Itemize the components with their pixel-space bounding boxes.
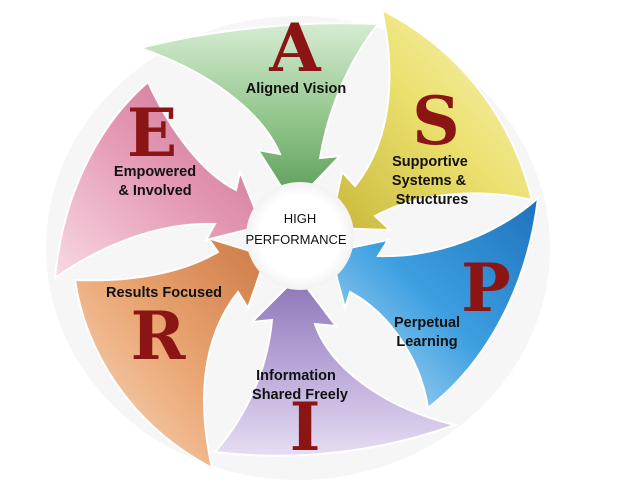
label-information-line-2: Shared Freely bbox=[252, 387, 348, 403]
letter-e: E bbox=[127, 94, 177, 172]
center-hub bbox=[246, 182, 354, 290]
letter-r: R bbox=[131, 297, 187, 375]
arrow-supportive-systems bbox=[328, 8, 534, 232]
segment-supportive-systems bbox=[328, 8, 534, 232]
label-empowered-line-1: Empowered bbox=[114, 164, 196, 180]
arrow-empowered-involved bbox=[53, 80, 264, 281]
segment-results-focused bbox=[73, 236, 268, 470]
segment-aligned-vision bbox=[136, 22, 380, 207]
arrow-aligned-vision bbox=[136, 22, 380, 207]
label-perpetual-line-1: Perpetual bbox=[394, 315, 460, 331]
segment-information-shared bbox=[213, 274, 459, 457]
label-information-line-1: Information bbox=[256, 368, 336, 384]
center-line-2: PERFORMANCE bbox=[245, 232, 346, 247]
label-supportive-line-1: Supportive bbox=[392, 154, 468, 170]
label-supportive-line-3: Structures bbox=[396, 192, 469, 208]
letter-a: A bbox=[268, 9, 321, 87]
arrow-information-shared bbox=[213, 274, 459, 457]
arrow-results-focused bbox=[73, 236, 268, 470]
arrow-perpetual-learning bbox=[328, 195, 540, 410]
label-aligned-vision: Aligned Vision bbox=[246, 81, 346, 97]
label-results-focused: Results Focused bbox=[106, 285, 222, 301]
label-supportive-line-2: Systems & bbox=[392, 173, 467, 189]
label-empowered-line-2: & Involved bbox=[118, 183, 191, 199]
letter-s: S bbox=[412, 82, 460, 160]
center-line-1: HIGH bbox=[284, 211, 317, 226]
segment-perpetual-learning bbox=[328, 195, 540, 410]
segment-empowered-involved bbox=[53, 80, 264, 281]
label-perpetual-line-2: Learning bbox=[396, 334, 457, 350]
letter-p: P bbox=[461, 249, 511, 327]
letter-i: I bbox=[290, 388, 321, 466]
